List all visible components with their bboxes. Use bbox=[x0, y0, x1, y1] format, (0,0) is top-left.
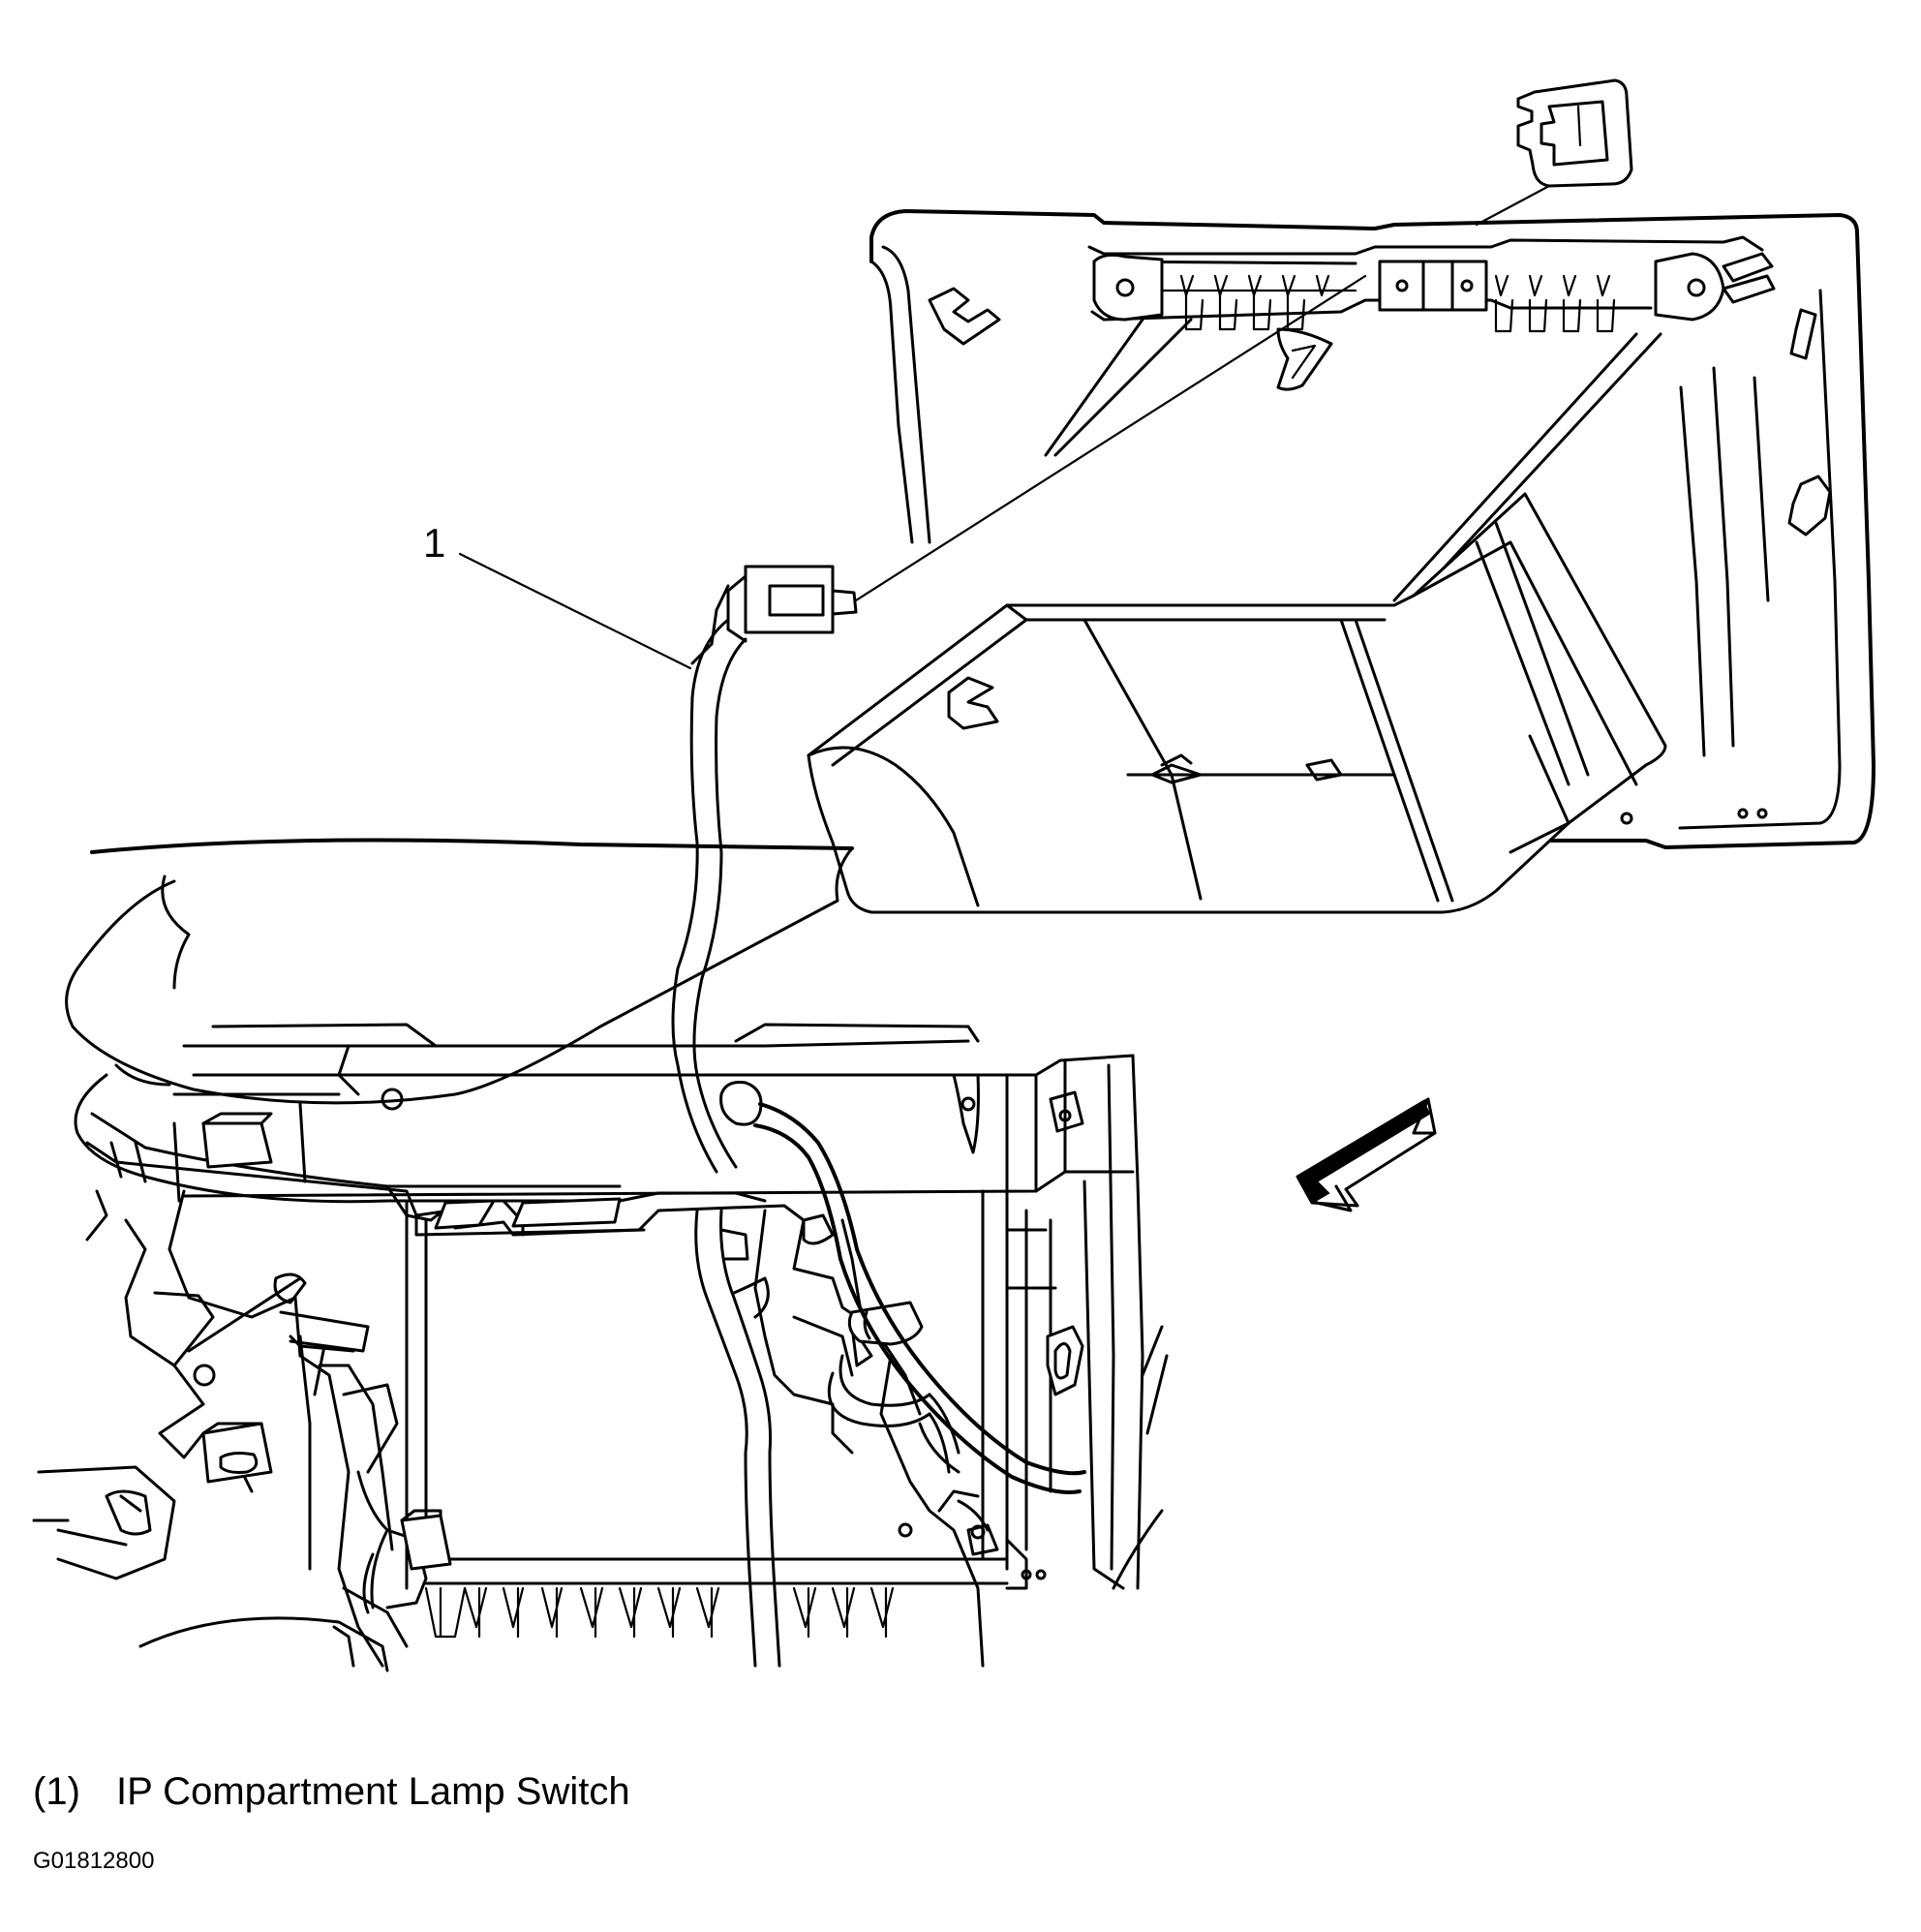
ip-compartment-lamp-switch bbox=[712, 276, 1365, 644]
callout-1-leader bbox=[460, 554, 690, 668]
figure-id: G01812800 bbox=[33, 1848, 155, 1874]
callout-1-number: 1 bbox=[423, 520, 446, 566]
lamp-switch-wire-harness bbox=[673, 620, 746, 1172]
glove-box-bin bbox=[808, 494, 1665, 912]
legend-number: (1) bbox=[33, 1770, 80, 1813]
legend-text: IP Compartment Lamp Switch bbox=[116, 1770, 630, 1813]
ip-compartment-door bbox=[871, 211, 1874, 847]
connector-end-view-icon bbox=[1477, 80, 1631, 225]
legend-row: (1) IP Compartment Lamp Switch bbox=[33, 1770, 630, 1813]
instrument-panel-carrier bbox=[34, 1056, 1167, 1671]
instrument-panel-upper-pad bbox=[67, 841, 978, 1202]
view-direction-arrow-icon bbox=[1297, 1099, 1435, 1211]
